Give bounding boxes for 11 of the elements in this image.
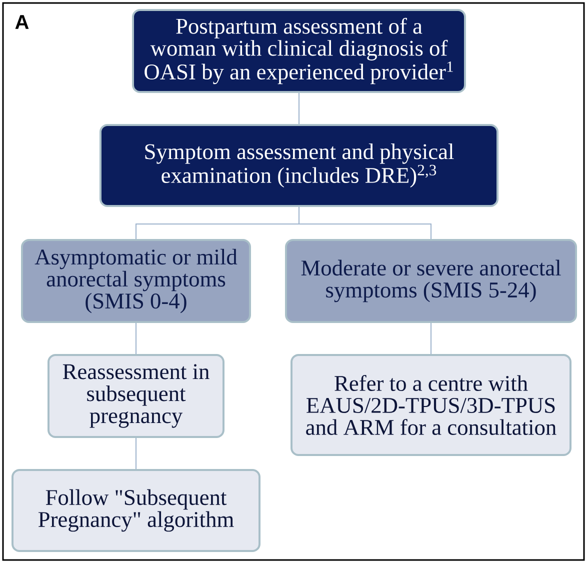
connector-line (430, 322, 432, 354)
panel-letter: A (15, 15, 29, 29)
process-box: Reassessment in subsequent pregnancy (48, 354, 224, 438)
process-box: Asymptomatic or mild anorectal symptoms (SMIS 0-4) (21, 239, 251, 323)
process-box: Refer to a centre with EAUS/2D-TPUS/3D-TPUS and ARM for a consultation (290, 354, 572, 456)
connector-line (298, 206, 432, 240)
process-box: Follow "Subsequent Pregnancy" algorithm (12, 469, 260, 552)
process-box: Postpartum assessment of a woman with clinical diagnosis of OASI by an experienced provider$^{1}$ (132, 9, 466, 93)
process-box: Moderate or severe anorectal symptoms (SMIS 5-24) (285, 239, 577, 323)
process-box: Symptom assessment and physical examination (includes DRE)$^{2,3}$ (100, 124, 498, 207)
connector-line (298, 92, 300, 124)
